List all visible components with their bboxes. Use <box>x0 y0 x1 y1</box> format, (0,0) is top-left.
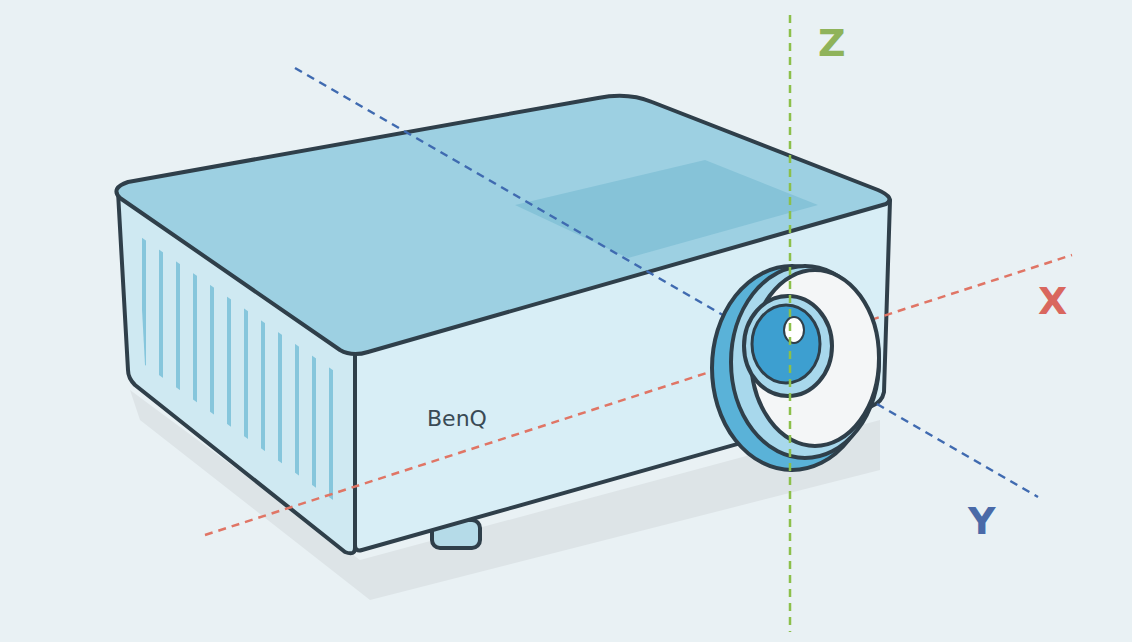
axis-label: X <box>1038 282 1067 320</box>
y-axis-line <box>295 68 1038 497</box>
lens <box>712 266 879 470</box>
brand-logo: BenQ <box>427 408 487 430</box>
x-axis-line <box>205 255 1072 535</box>
axis-label: Y <box>968 502 996 540</box>
top-panel <box>515 160 818 258</box>
z-axis-line <box>789 15 792 632</box>
axis-label: Z <box>818 24 846 62</box>
